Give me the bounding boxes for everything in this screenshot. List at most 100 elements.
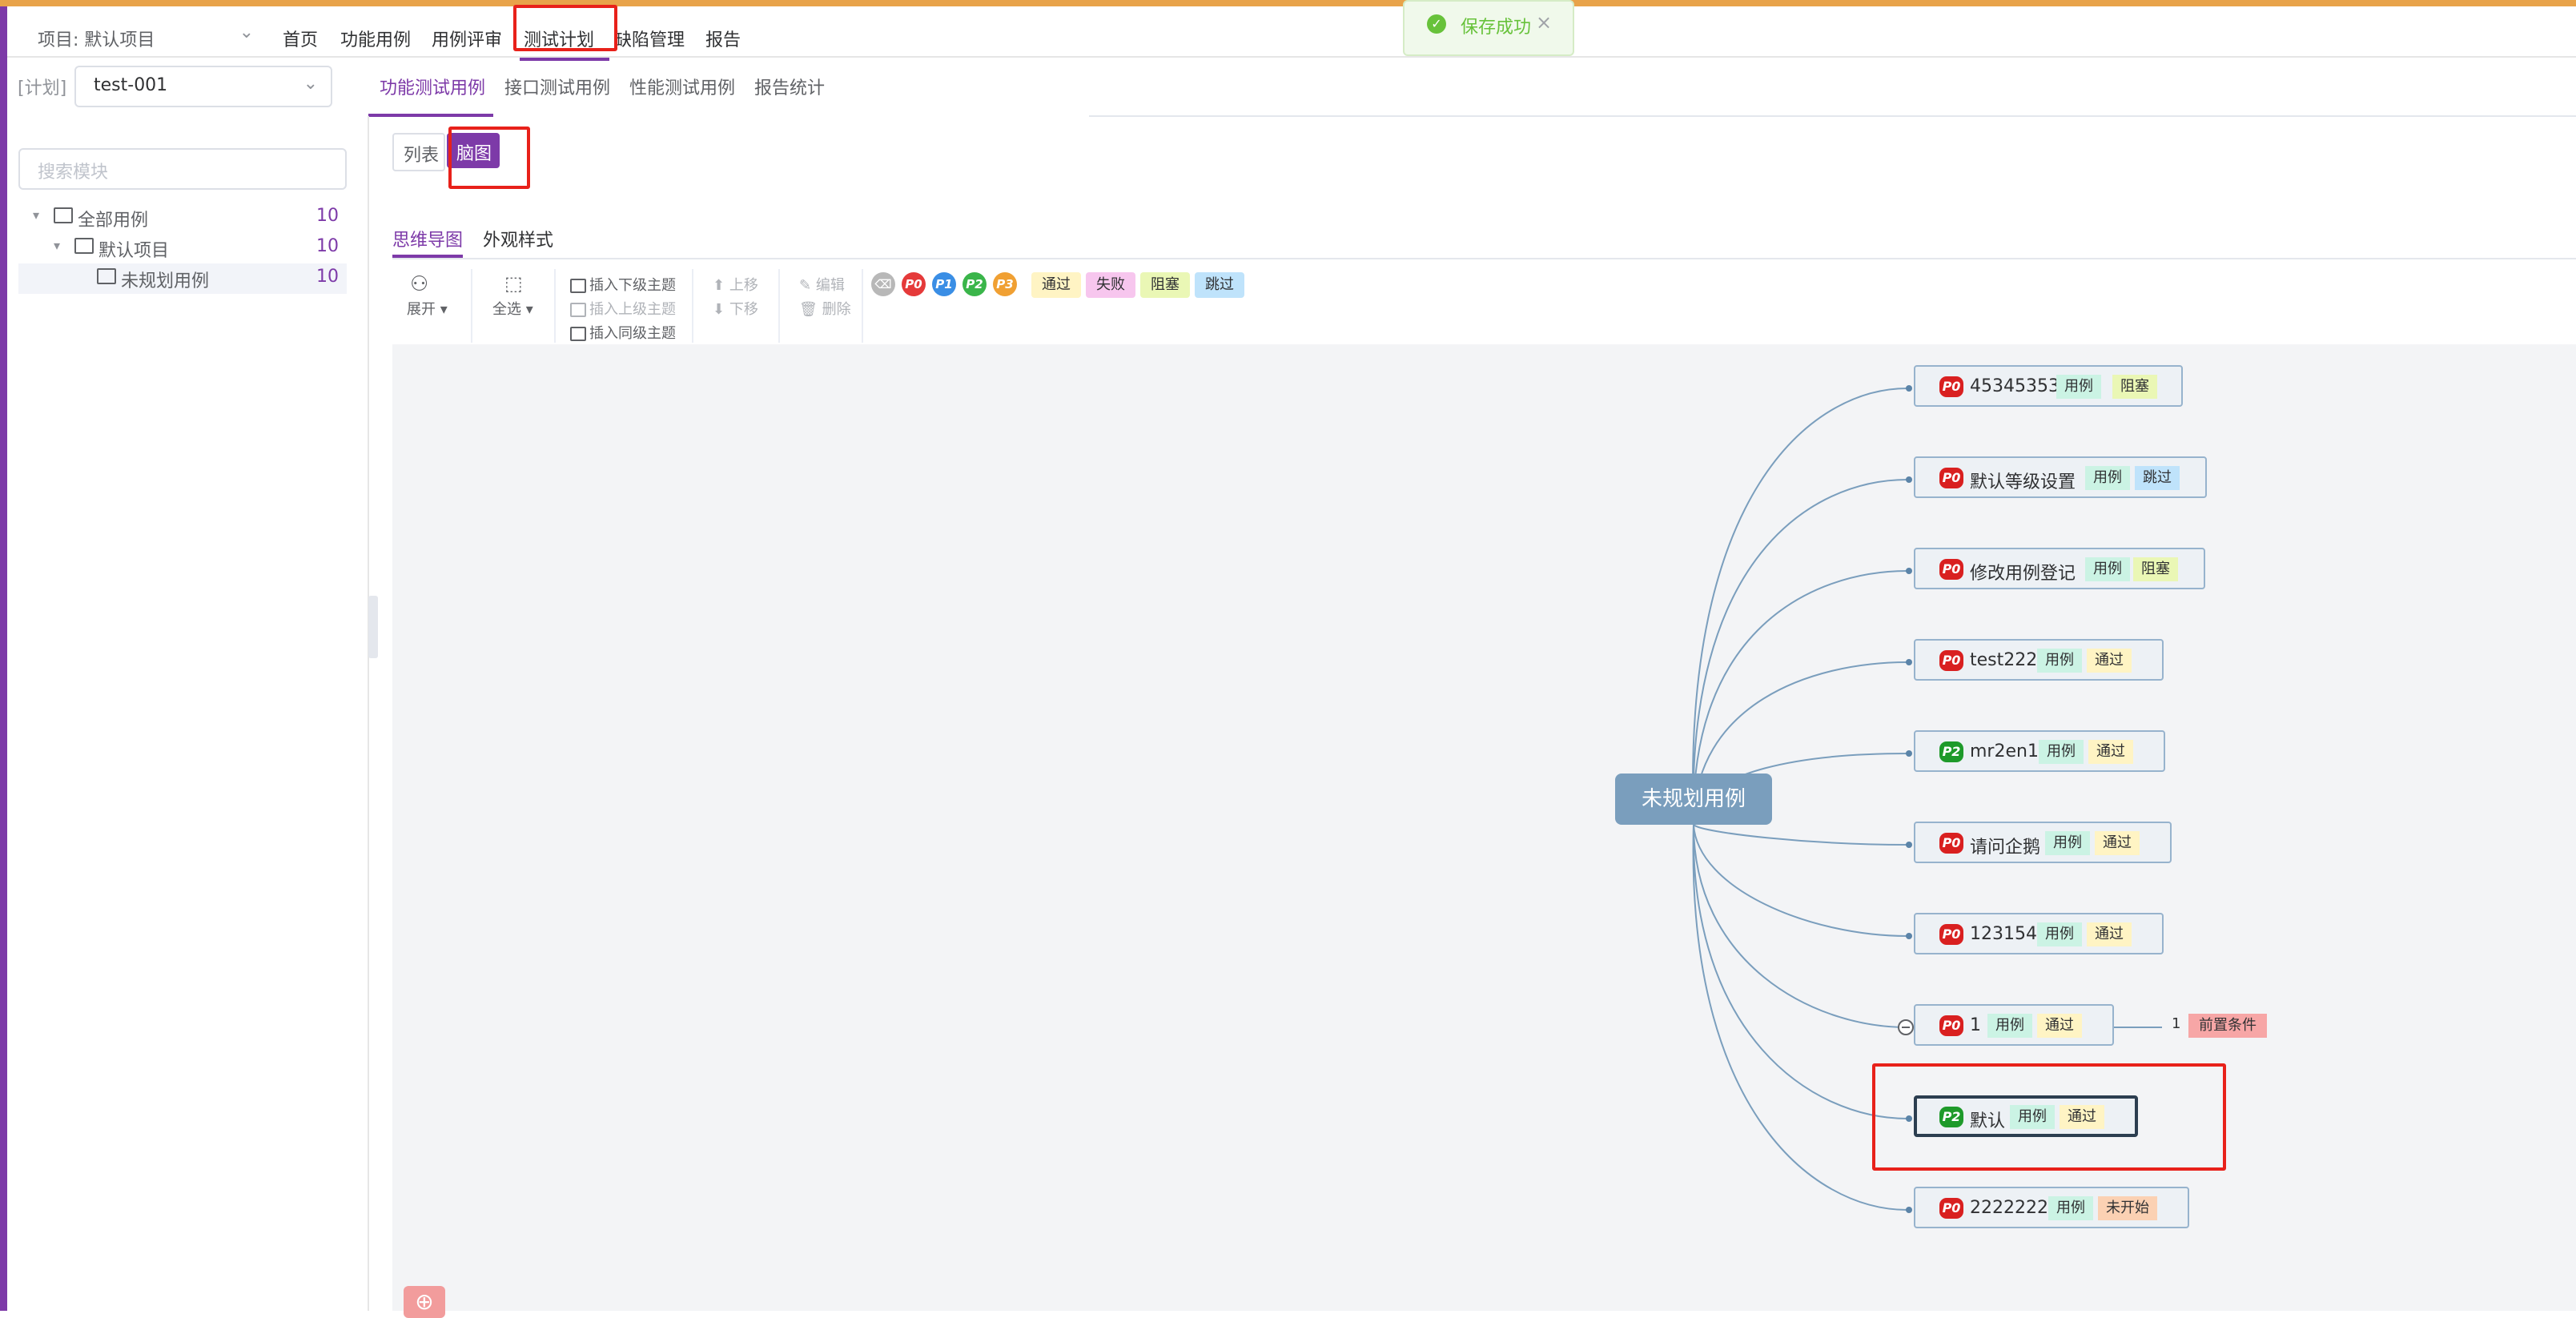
divider (778, 269, 780, 343)
mindmap-node[interactable]: P0 修改用例登记 用例 阻塞 (1914, 548, 2205, 589)
status-fail-button[interactable]: 失败 (1086, 272, 1135, 298)
mindmap-node[interactable]: P0 45345353 用例 阻塞 (1914, 365, 2183, 407)
node-title: 1 (1970, 1015, 1981, 1035)
nav-test-plan[interactable]: 测试计划 (524, 30, 595, 50)
plus-circle-icon: ⊕ (415, 1288, 434, 1315)
delete-label: 删除 (822, 301, 851, 318)
nav-case-review[interactable]: 用例评审 (432, 30, 503, 50)
status-tag: 阻塞 (2112, 375, 2157, 399)
precondition-tag[interactable]: 前置条件 (2188, 1014, 2267, 1038)
tab-api-test-cases[interactable]: 接口测试用例 (504, 78, 611, 98)
tab-functional-test-cases[interactable]: 功能测试用例 (380, 78, 486, 98)
type-tag: 用例 (2085, 557, 2130, 581)
nav-defect-management[interactable]: 缺陷管理 (614, 30, 685, 50)
divider (1089, 115, 2576, 117)
mindmap-node[interactable]: P0 2222222 用例 未开始 (1914, 1187, 2189, 1228)
left-accent-bar (0, 6, 7, 1311)
tree-item-label: 默认项目 (98, 241, 170, 261)
top-navigation: 项目: 默认项目 ⌄ 首页 功能用例 用例评审 测试计划 缺陷管理 报告 (7, 6, 2576, 61)
tab-mindmap[interactable]: 思维导图 (392, 231, 464, 251)
mindmap-canvas[interactable] (392, 344, 2576, 1311)
success-toast: ✓ 保存成功 × (1403, 0, 1574, 56)
tab-performance-test-cases[interactable]: 性能测试用例 (629, 78, 736, 98)
status-skip-button[interactable]: 跳过 (1195, 272, 1244, 298)
plan-label: [计划] (18, 78, 67, 98)
delete-button[interactable]: 🗑 删除 (799, 298, 851, 319)
child-node-label[interactable]: 1 (2172, 1015, 2181, 1032)
tree-item-all-cases[interactable]: ▾ 全部用例 10 (18, 203, 347, 233)
connector-line (1692, 479, 1908, 826)
nav-report[interactable]: 报告 (705, 30, 741, 50)
move-up-button[interactable]: ⬆ 上移 (713, 274, 758, 295)
highlight-box-test-plan (513, 5, 617, 51)
insert-child-label: 插入下级主题 (589, 277, 676, 294)
node-title: 默认 (1970, 1111, 2006, 1131)
caret-down-icon[interactable]: ▾ (33, 207, 40, 223)
arrow-up-icon: ⬆ (713, 277, 725, 294)
tab-appearance-style[interactable]: 外观样式 (483, 231, 554, 251)
top-accent-bar (0, 0, 2576, 6)
select-all-button[interactable]: 全选 ▾ (492, 301, 533, 318)
mindmap-node[interactable]: P0 1 用例 通过 (1914, 1004, 2114, 1046)
status-pass-button[interactable]: 通过 (1031, 272, 1081, 298)
add-node-button[interactable]: ⊕ (404, 1286, 445, 1318)
type-tag: 用例 (2056, 375, 2101, 399)
priority-p3-button[interactable]: P3 (993, 272, 1017, 296)
select-all-icon[interactable]: ⬚ (504, 272, 523, 295)
mindmap-view-button[interactable]: 脑图 (447, 133, 500, 168)
module-search-input[interactable]: 搜索模块 (18, 148, 347, 190)
priority-p0-button[interactable]: P0 (902, 272, 926, 296)
connector-line (1692, 388, 1908, 826)
type-tag: 用例 (2039, 740, 2084, 764)
divider (554, 269, 556, 343)
priority-p2-button[interactable]: P2 (962, 272, 987, 296)
sidebar-collapse-handle[interactable] (368, 596, 378, 658)
mindmap-node-selected[interactable]: P2 默认 用例 通过 (1914, 1095, 2138, 1137)
mindmap-node[interactable]: P0 test222 用例 通过 (1914, 639, 2164, 681)
divider (392, 258, 2576, 259)
tree-item-unplanned-cases[interactable]: 未规划用例 10 (18, 263, 347, 294)
status-blocked-button[interactable]: 阻塞 (1140, 272, 1190, 298)
insert-child-button[interactable]: 插入下级主题 (570, 274, 676, 295)
nav-home[interactable]: 首页 (283, 30, 319, 50)
connector-line (1692, 824, 1908, 1119)
list-view-button[interactable]: 列表 (392, 133, 445, 171)
clear-priority-button[interactable]: ⌫ (871, 272, 895, 296)
expand-button[interactable]: 展开 ▾ (407, 301, 448, 318)
mindmap-node[interactable]: P2 mr2en1 用例 通过 (1914, 730, 2165, 772)
priority-p1-button[interactable]: P1 (932, 272, 956, 296)
mindmap-root-node[interactable]: 未规划用例 (1615, 774, 1772, 825)
close-icon[interactable]: × (1536, 11, 1553, 34)
status-tag: 跳过 (2135, 466, 2180, 490)
plan-value: test-001 (94, 75, 168, 95)
nav-functional-cases[interactable]: 功能用例 (340, 30, 412, 50)
move-down-label: 下移 (729, 301, 758, 318)
project-select[interactable]: 项目: 默认项目 ⌄ (30, 21, 262, 53)
move-down-button[interactable]: ⬇ 下移 (713, 298, 758, 319)
select-all-label: 全选 (492, 301, 521, 318)
divider (692, 269, 693, 343)
connector-dot (1906, 385, 1912, 392)
priority-badge: P0 (1939, 1015, 1963, 1036)
status-tag: 通过 (2088, 740, 2133, 764)
status-tag: 阻塞 (2133, 557, 2178, 581)
connector-dot (1906, 659, 1912, 665)
tab-report-statistics[interactable]: 报告统计 (754, 78, 826, 98)
insert-parent-button[interactable]: 插入上级主题 (570, 298, 676, 319)
caret-down-icon[interactable]: ▾ (54, 238, 61, 253)
connector-line (1693, 824, 1908, 846)
insert-sibling-button[interactable]: 插入同级主题 (570, 322, 676, 343)
edit-button[interactable]: ✎ 编辑 (799, 274, 845, 295)
plan-select[interactable]: test-001 ⌄ (74, 66, 332, 107)
tree-item-default-project[interactable]: ▾ 默认项目 10 (18, 233, 347, 263)
mindmap-node[interactable]: P0 123154 用例 通过 (1914, 913, 2164, 954)
mindmap-node[interactable]: P0 请问企鹅 用例 通过 (1914, 822, 2172, 863)
type-tag: 用例 (2037, 922, 2082, 946)
type-tag: 用例 (2085, 466, 2130, 490)
expand-icon[interactable]: ⚇ (410, 272, 429, 296)
project-label: 项目: 默认项目 (38, 30, 155, 50)
folder-icon (97, 268, 116, 284)
tree-item-count: 10 (316, 206, 339, 226)
connector-line (1692, 570, 1908, 826)
mindmap-node[interactable]: P0 默认等级设置 用例 跳过 (1914, 456, 2207, 498)
